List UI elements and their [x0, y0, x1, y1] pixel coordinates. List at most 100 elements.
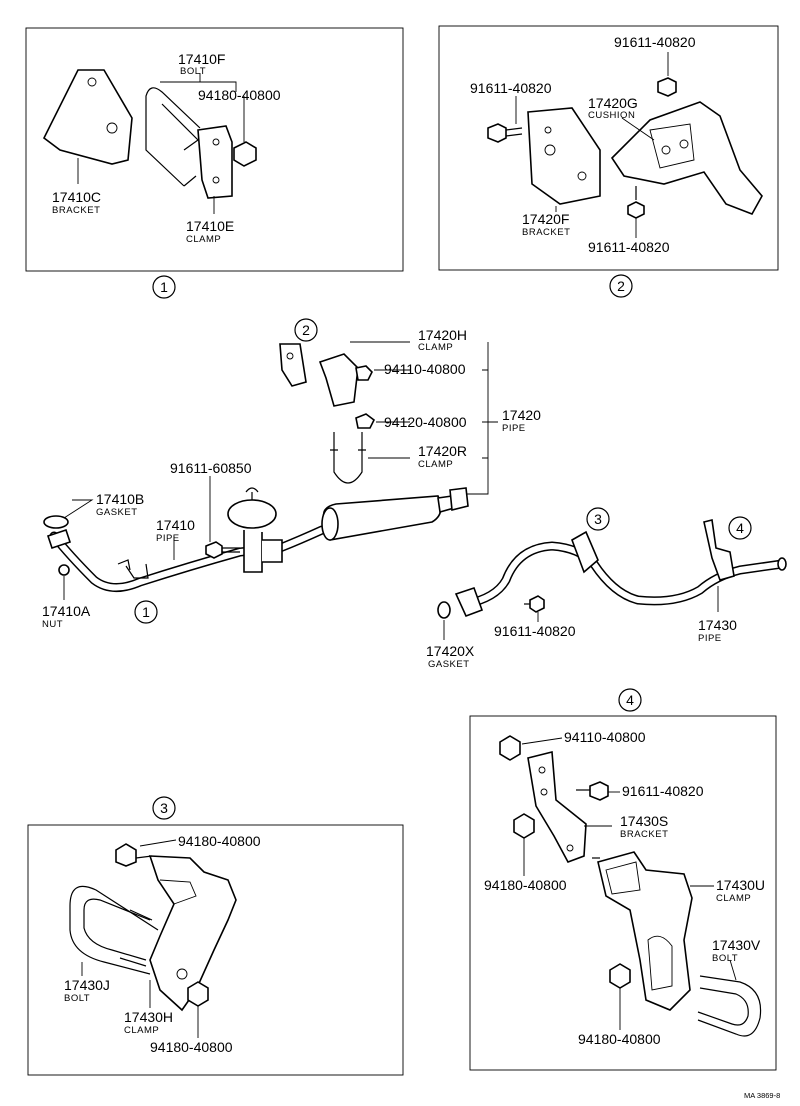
label-17410b: 17410B	[96, 491, 144, 507]
clamp-17420r	[333, 432, 363, 484]
label-bolt-v: BOLT	[712, 953, 738, 964]
label-17430: 17430	[698, 617, 737, 633]
label-91611-60850: 91611-60850	[170, 460, 252, 476]
label-17420r: 17420R	[418, 443, 467, 459]
label-17430h: 17430H	[124, 1009, 173, 1025]
panel-4-number: 4	[626, 692, 634, 708]
label-17410f: 17410F	[178, 51, 225, 67]
label-17410: 17410	[156, 517, 195, 533]
label-bracket-s: BRACKET	[620, 829, 668, 840]
clamp-17410e	[197, 125, 233, 199]
label-94180-bottom-p4: 94180-40800	[578, 1031, 661, 1047]
label-91611-top: 91611-40820	[614, 34, 696, 50]
label-94110-40800-p4: 94110-40800	[564, 729, 646, 745]
bolt-91611-side	[589, 781, 609, 801]
nut-94180-bottom	[187, 981, 209, 1007]
bolt-91611-60850	[205, 541, 223, 559]
label-clamp-u: CLAMP	[716, 893, 751, 904]
nut-94180-top	[115, 843, 137, 867]
label-94180-bottom: 94180-40800	[150, 1039, 233, 1055]
circle-ref-2	[609, 274, 633, 298]
label-pipe-17410: PIPE	[156, 533, 180, 544]
bolt-91611-top	[657, 77, 677, 97]
ubolt-17430j	[69, 885, 159, 975]
label-bracket: BRACKET	[52, 205, 100, 216]
label-17420x: 17420X	[426, 643, 475, 659]
bolt-91611-bottom	[627, 201, 645, 219]
panel-3: 94180-40800 17430J BOLT 17430H CLAMP 941…	[27, 824, 404, 1076]
bolt-91611-40820-rear	[529, 595, 545, 613]
svg-text:4: 4	[736, 520, 744, 536]
panel-4-frame	[469, 715, 777, 1071]
label-gasket-b: GASKET	[96, 507, 138, 518]
label-17420: 17420	[502, 407, 541, 423]
bracket-17430s	[527, 750, 587, 863]
main-muffler	[322, 495, 442, 541]
label-91611-bottom: 91611-40820	[588, 239, 670, 255]
label-clamp-r: CLAMP	[418, 459, 453, 470]
panel-3-number: 3	[160, 800, 168, 816]
main-assembly: 2 17420H CLAMP 94110-40800 94120-40800 1…	[42, 318, 787, 670]
gasket-17420x	[437, 601, 451, 619]
label-94180-left-p4: 94180-40800	[484, 877, 567, 893]
nut-17410a	[58, 564, 70, 576]
ubolt-17410f	[145, 87, 201, 187]
drawing-code: MA 3869-8	[744, 1091, 780, 1100]
svg-text:2: 2	[302, 322, 310, 338]
label-bracket-2: BRACKET	[522, 227, 570, 238]
nut-94180-left	[513, 813, 535, 839]
label-bolt: BOLT	[180, 66, 206, 77]
label-17410e: 17410E	[186, 218, 234, 234]
label-17410a: 17410A	[42, 603, 91, 619]
label-91611-40820-p4: 91611-40820	[622, 783, 704, 799]
label-17420g: 17420G	[588, 95, 638, 111]
nut-94110-top	[499, 735, 521, 761]
panel-4: 94110-40800 91611-40820 17430S BRACKET 9…	[469, 715, 777, 1071]
label-17430v: 17430V	[712, 937, 761, 953]
panel-2: 91611-40820 91611-40820 17420G CUSHION 1…	[438, 25, 779, 271]
gasket-17410b	[43, 515, 69, 529]
nut-94180	[233, 141, 257, 167]
label-clamp-h: CLAMP	[418, 342, 453, 353]
panel-1-frame	[25, 27, 404, 272]
panel-2-number: 2	[617, 278, 625, 294]
circle-ref-2-main	[294, 318, 318, 342]
circle-ref-1-main	[134, 600, 158, 624]
bracket-17410c	[42, 69, 133, 165]
label-clamp: CLAMP	[186, 234, 221, 245]
label-17420f: 17420F	[522, 211, 569, 227]
svg-text:1: 1	[142, 604, 150, 620]
circle-ref-4	[618, 688, 642, 712]
label-94180-40800: 94180-40800	[198, 87, 281, 103]
hanger-4	[703, 519, 735, 581]
clamp-17430u	[597, 851, 693, 1011]
hanger-bracket	[279, 343, 307, 387]
label-94120-40800: 94120-40800	[384, 414, 467, 430]
label-cushion: CUSHION	[588, 110, 635, 121]
label-pipe-17430: PIPE	[698, 633, 722, 644]
cushion-17420g	[610, 101, 763, 215]
panel-1: 17410F BOLT 94180-40800 17410C BRACKET 1…	[25, 27, 404, 272]
label-17430u: 17430U	[716, 877, 765, 893]
label-91611-left: 91611-40820	[470, 80, 552, 96]
label-pipe-assembly: PIPE	[502, 423, 526, 434]
panel-2-frame	[438, 25, 779, 271]
label-gasket-x: GASKET	[428, 659, 470, 670]
panel-1-number: 1	[160, 279, 168, 295]
ubolt-17430v	[697, 975, 762, 1037]
bracket-17420f	[527, 107, 601, 205]
label-91611-40820-rear: 91611-40820	[494, 623, 576, 639]
sub-muffler	[227, 499, 277, 529]
panel-3-frame	[27, 824, 404, 1076]
label-17430j: 17430J	[64, 977, 110, 993]
label-clamp-h3: CLAMP	[124, 1025, 159, 1036]
label-17410c: 17410C	[52, 189, 101, 205]
label-94110-40800: 94110-40800	[384, 361, 466, 377]
nut-94180-bottom-4	[609, 963, 631, 989]
svg-text:3: 3	[594, 511, 602, 527]
bolt-91611-left	[487, 123, 507, 143]
label-17430s: 17430S	[620, 813, 668, 829]
label-bolt-j: BOLT	[64, 993, 90, 1004]
hanger-3	[571, 530, 599, 574]
